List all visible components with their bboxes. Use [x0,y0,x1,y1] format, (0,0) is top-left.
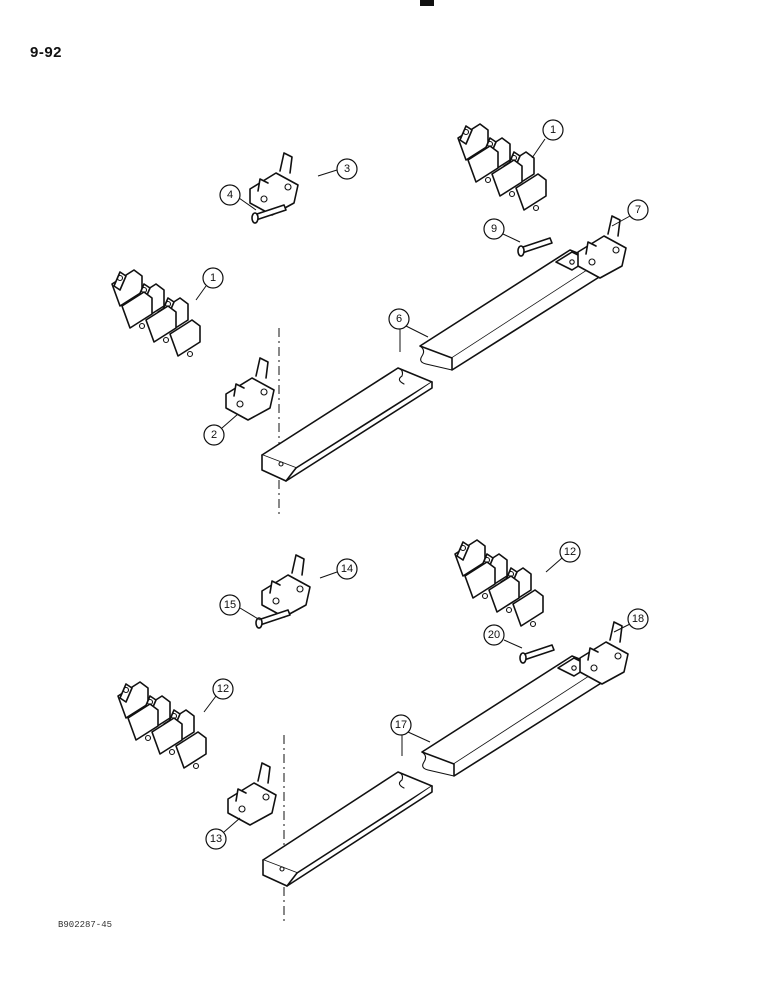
attachment-link-7 [577,215,627,279]
callout-label: 7 [635,204,641,216]
callout-13: 13 [205,817,241,850]
top-edge-mark [420,0,434,6]
callout-12-left: 12 [203,678,234,713]
callout-3: 3 [317,158,358,180]
callout-label: 6 [396,313,402,325]
callout-7: 7 [611,199,649,227]
callout-4: 4 [219,184,257,211]
attachment-link-3 [249,152,299,216]
callout-label: 12 [564,546,576,558]
callout-label: 13 [210,833,222,845]
callout-label: 12 [217,683,229,695]
callout-1-left: 1 [195,267,224,301]
callout-2: 2 [203,413,239,446]
attachment-link-14 [261,554,311,618]
callout-label: 18 [632,613,644,625]
pin-15 [255,609,291,629]
callout-18: 18 [613,608,649,633]
callout-label: 1 [210,272,216,284]
callout-1-right: 1 [531,119,564,159]
slat-6-upper-section [419,249,605,371]
attachment-link-2 [225,357,275,421]
callout-20: 20 [483,624,523,649]
callout-9: 9 [483,218,521,243]
chain-section-12-right [454,539,544,628]
callout-14: 14 [319,558,358,580]
callout-label: 1 [550,124,556,136]
callout-label: 9 [491,223,497,235]
chain-section-1-right [457,123,547,212]
callout-17: 17 [390,714,431,756]
slat-17-upper-section [421,655,607,777]
figure-code: B902287-45 [58,920,113,930]
pin-9 [517,237,553,257]
callout-15: 15 [219,594,261,621]
callout-label: 15 [224,599,236,611]
page-number: 9-92 [30,44,63,61]
callout-label: 2 [211,429,217,441]
callout-6: 6 [388,308,429,352]
chain-section-1-left [111,269,201,358]
attachment-link-18 [579,621,629,685]
callout-12-right: 12 [545,541,581,573]
attachment-link-13 [227,762,277,826]
callout-label: 4 [227,189,233,201]
callout-label: 3 [344,163,350,175]
pin-20 [519,644,555,664]
callout-label: 20 [488,629,500,641]
callout-label: 14 [341,563,353,575]
callout-label: 17 [395,719,407,731]
slat-6-lower-section [261,367,433,482]
chain-section-12-left [117,681,207,770]
slat-17-lower-section [262,771,433,887]
